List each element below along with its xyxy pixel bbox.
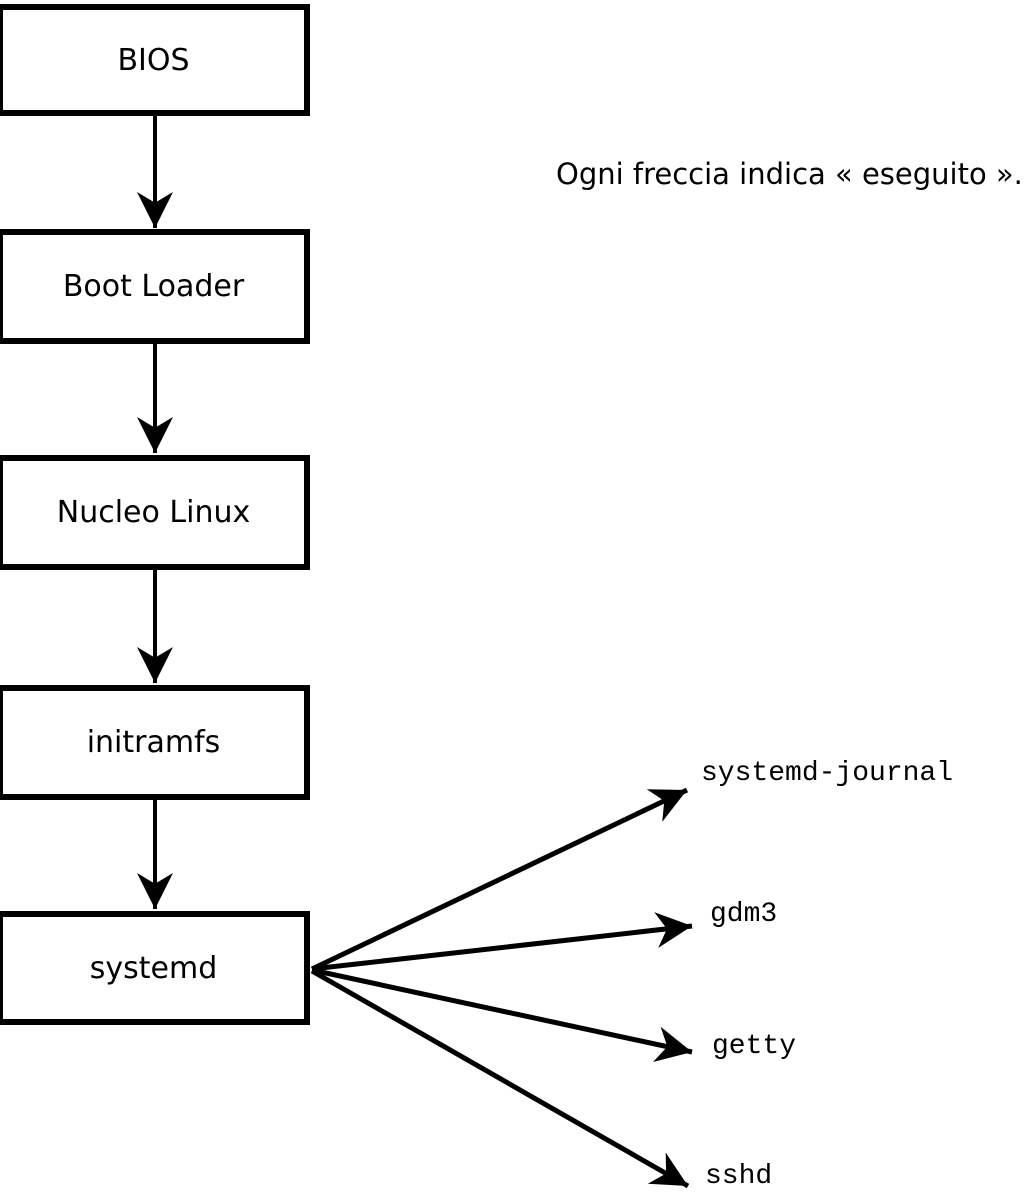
node-boot-loader-label: Boot Loader — [62, 269, 245, 304]
node-bios-label: BIOS — [117, 42, 190, 78]
arrow-systemd-to-journal — [310, 787, 689, 972]
node-initramfs-label: initramfs — [86, 725, 221, 760]
node-systemd-label: systemd — [89, 950, 218, 986]
arrow-systemd-to-getty — [311, 967, 693, 1063]
target-systemd-journal: systemd-journal — [701, 758, 954, 789]
diagram-caption: Ogni freccia indica « eseguito ». — [556, 157, 1023, 191]
arrow-systemd-to-gdm3 — [311, 912, 693, 972]
target-sshd: sshd — [705, 1161, 773, 1192]
node-systemd: systemd — [0, 911, 310, 1025]
node-nucleo-linux: Nucleo Linux — [0, 455, 310, 570]
target-getty: getty — [712, 1031, 797, 1062]
node-initramfs: initramfs — [0, 685, 310, 800]
node-boot-loader: Boot Loader — [0, 229, 310, 344]
node-bios: BIOS — [0, 4, 310, 116]
target-gdm3: gdm3 — [710, 899, 778, 930]
node-nucleo-linux-label: Nucleo Linux — [56, 495, 251, 530]
arrow-systemd-to-sshd — [310, 968, 690, 1189]
